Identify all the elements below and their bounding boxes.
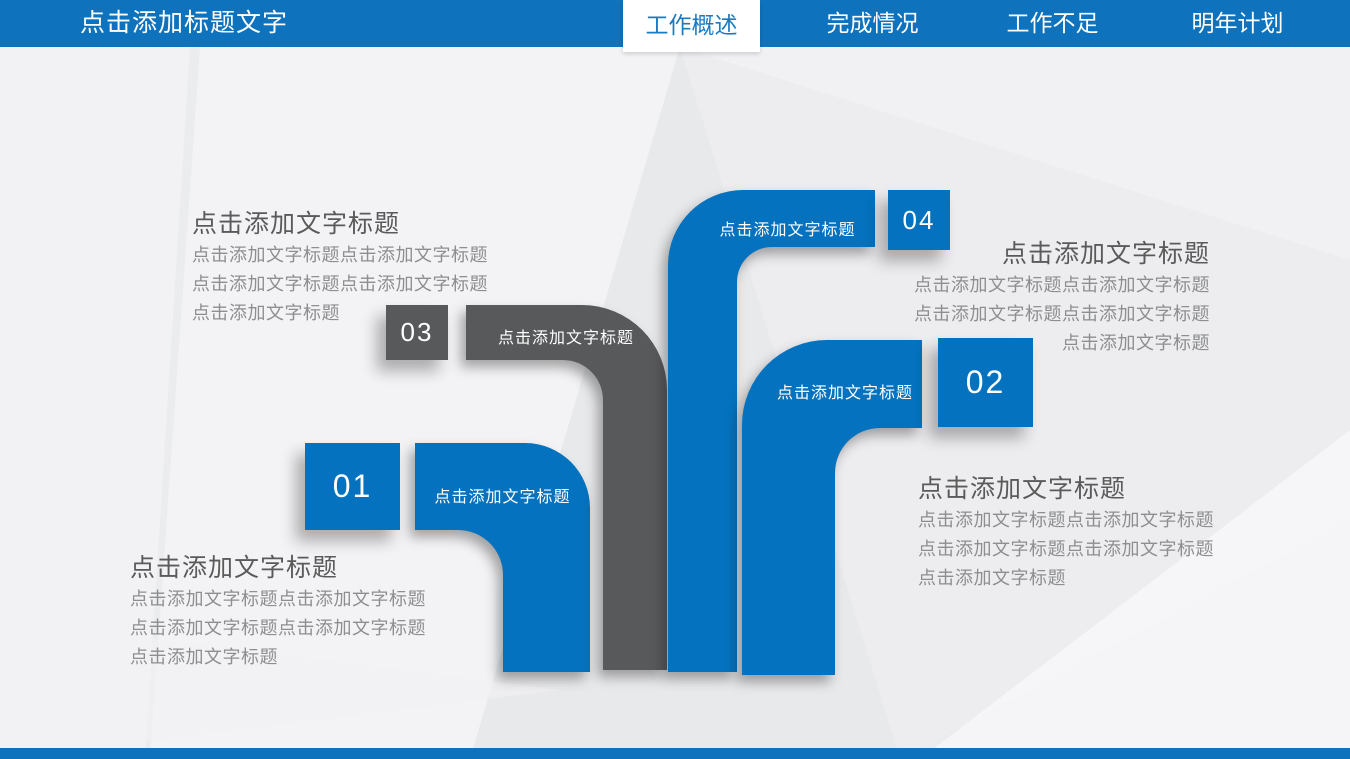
- text-block-line: 点击添加文字标题点击添加文字标题: [918, 510, 1214, 530]
- text-block-line: 点击添加文字标题: [1062, 333, 1210, 353]
- step-02-badge: 02: [938, 338, 1033, 427]
- background-facet: [920, 430, 1350, 759]
- tab-shortcomings[interactable]: 工作不足: [1006, 10, 1099, 36]
- text-block-line: 点击添加文字标题点击添加文字标题: [192, 245, 488, 265]
- footer-bar: [0, 748, 1350, 759]
- text-block-heading: 点击添加文字标题: [918, 475, 1127, 503]
- pipe-04-label: 点击添加文字标题: [719, 222, 856, 239]
- pipe-01-shape: [415, 443, 590, 672]
- text-block-line: 点击添加文字标题: [918, 568, 1066, 588]
- text-block-line: 点击添加文字标题点击添加文字标题: [914, 275, 1210, 295]
- text-block-top-left: 点击添加文字标题 点击添加文字标题点击添加文字标题 点击添加文字标题点击添加文字…: [192, 207, 522, 328]
- pipe-02-label: 点击添加文字标题: [776, 385, 913, 402]
- pipe-03-label: 点击添加文字标题: [497, 330, 634, 347]
- text-block-heading: 点击添加文字标题: [1001, 240, 1210, 268]
- tab-next-year-plan[interactable]: 明年计划: [1191, 10, 1284, 36]
- text-block-bottom-left: 点击添加文字标题 点击添加文字标题点击添加文字标题 点击添加文字标题点击添加文字…: [130, 551, 470, 672]
- pipe-03-shape: [466, 305, 667, 670]
- text-block-line: 点击添加文字标题: [130, 647, 278, 667]
- background-facet: [0, 620, 560, 759]
- step-01-badge: 01: [305, 443, 400, 530]
- tab-completion-status[interactable]: 完成情况: [826, 10, 919, 36]
- text-block-line: 点击添加文字标题点击添加文字标题: [130, 618, 426, 638]
- step-04-badge: 04: [888, 190, 950, 250]
- text-block-line: 点击添加文字标题点击添加文字标题: [918, 539, 1214, 559]
- step-03-badge: 03: [386, 305, 448, 360]
- pipe-04-shape: [668, 190, 875, 672]
- pipe-01-label: 点击添加文字标题: [434, 489, 571, 506]
- tab-work-overview[interactable]: 工作概述: [623, 0, 760, 52]
- text-block-line: 点击添加文字标题: [192, 303, 340, 323]
- text-block-heading: 点击添加文字标题: [130, 554, 339, 582]
- background-facet: [150, 47, 680, 759]
- slide-title: 点击添加标题文字: [80, 9, 289, 37]
- text-block-top-right: 点击添加文字标题 点击添加文字标题点击添加文字标题 点击添加文字标题点击添加文字…: [880, 237, 1210, 358]
- text-block-bottom-right: 点击添加文字标题 点击添加文字标题点击添加文字标题 点击添加文字标题点击添加文字…: [918, 472, 1258, 593]
- text-block-line: 点击添加文字标题点击添加文字标题: [914, 304, 1210, 324]
- text-block-line: 点击添加文字标题点击添加文字标题: [192, 274, 488, 294]
- text-block-heading: 点击添加文字标题: [192, 210, 401, 238]
- background-facet: [0, 47, 190, 759]
- text-block-line: 点击添加文字标题点击添加文字标题: [130, 589, 426, 609]
- pipe-02-shape: [742, 340, 922, 675]
